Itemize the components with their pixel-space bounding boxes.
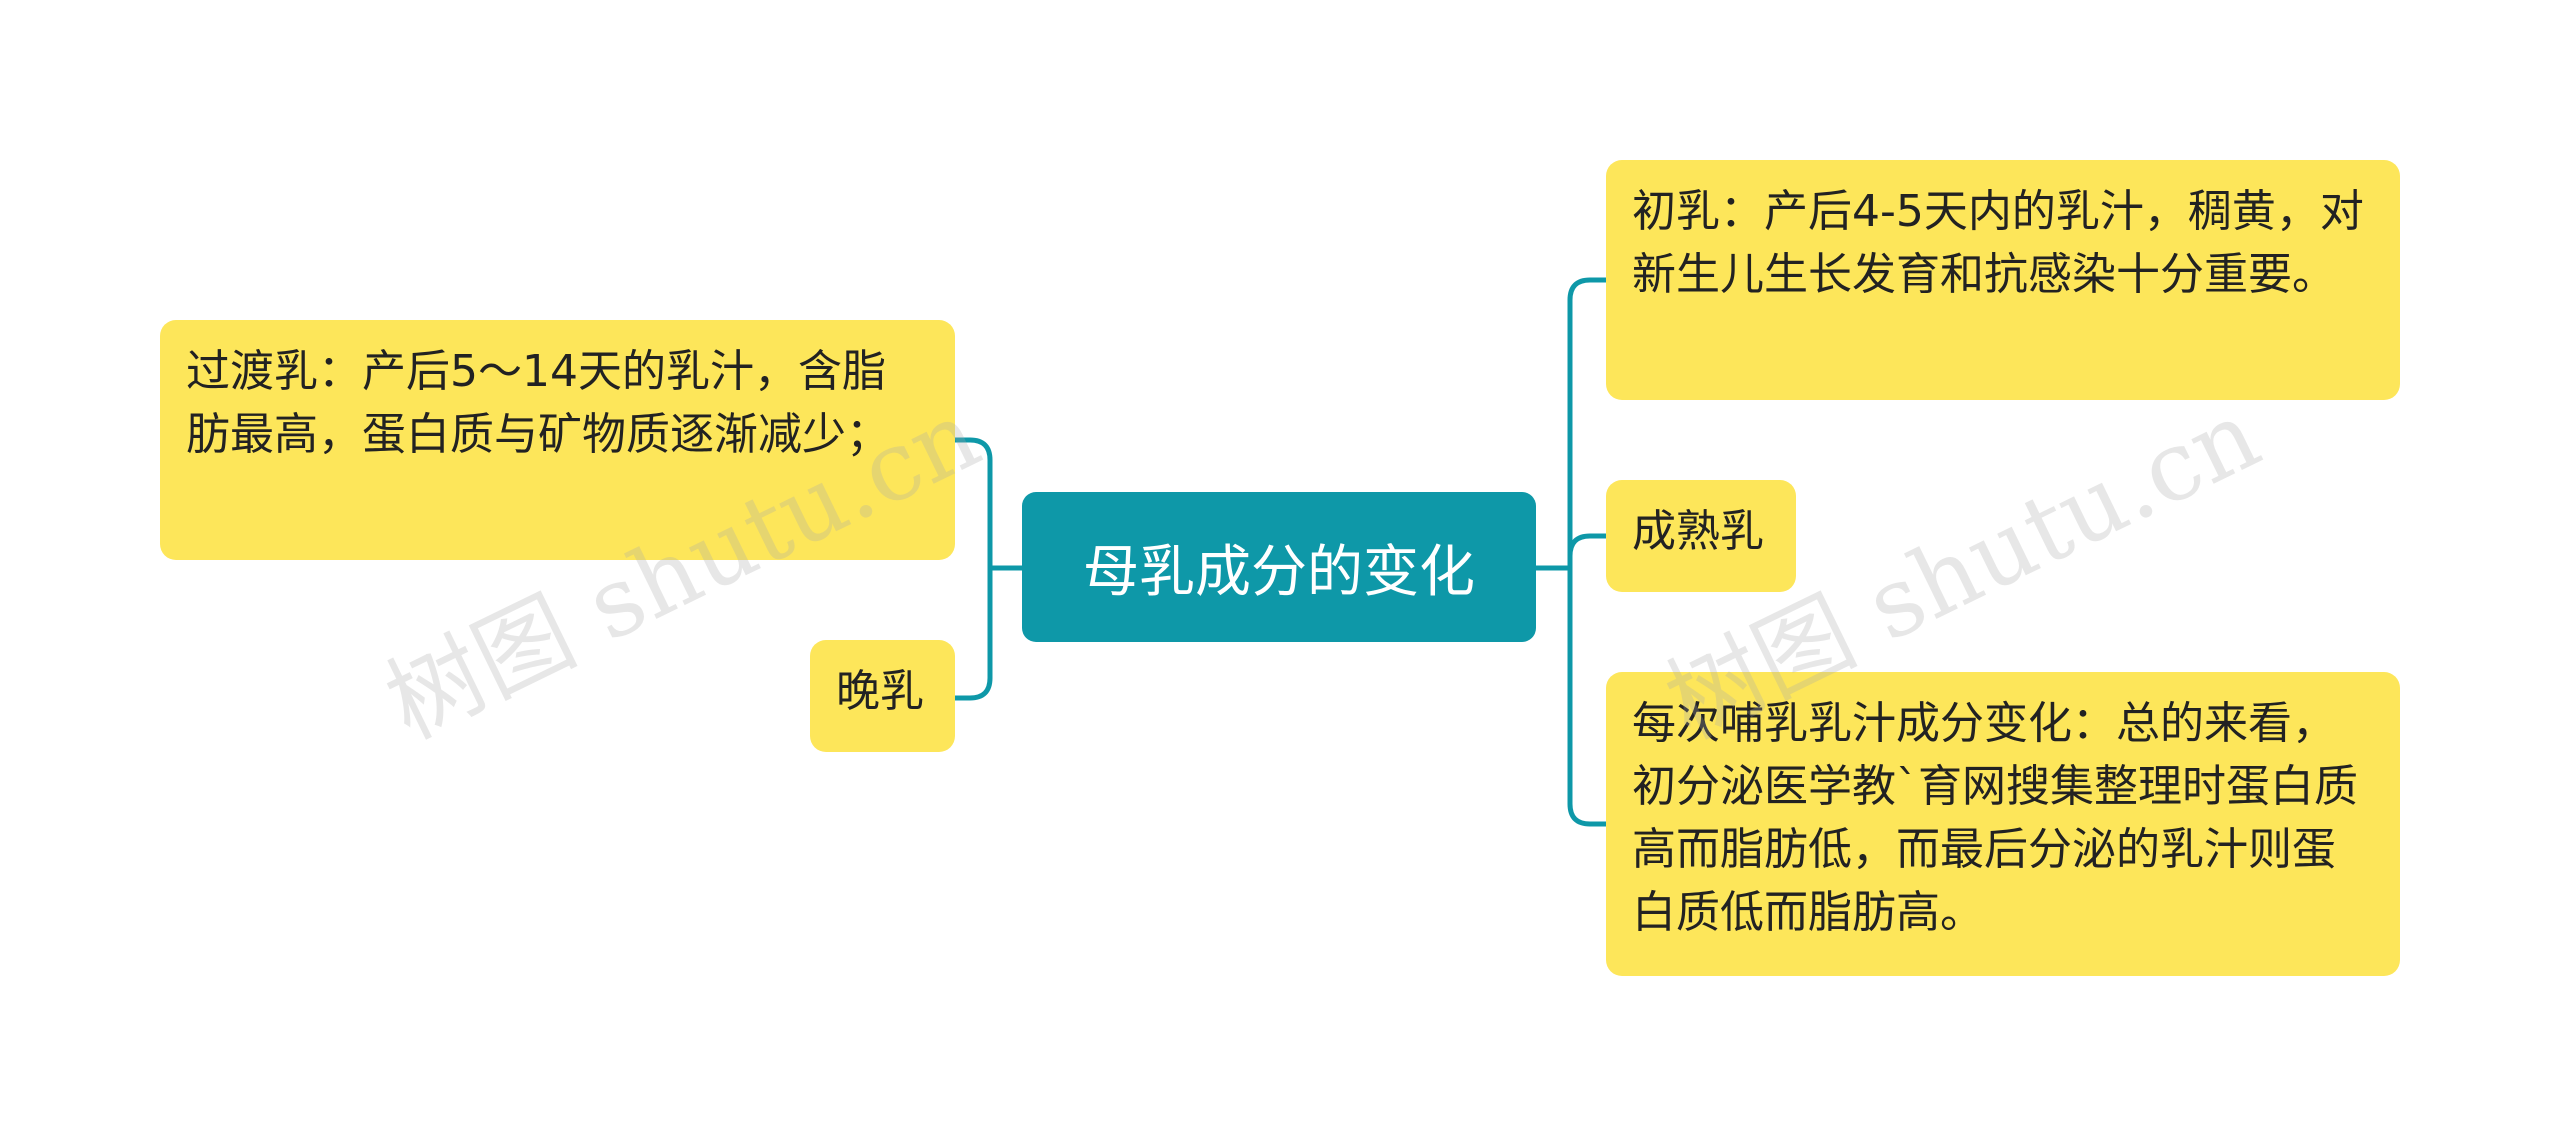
node-mature-milk-text: 成熟乳 <box>1632 506 1764 557</box>
node-colostrum-text: 初乳：产后4-5天内的乳汁，稠黄，对新生儿生长发育和抗感染十分重要。 <box>1632 186 2364 300</box>
connector-to-mature-milk <box>1567 533 1606 568</box>
node-transition-milk[interactable]: 过渡乳：产后5～14天的乳汁，含脂肪最高，蛋白质与矿物质逐渐减少； <box>160 320 955 560</box>
connector-to-transition-milk <box>955 437 993 568</box>
connector-to-feeding-change <box>1567 568 1606 827</box>
node-feeding-change-text: 每次哺乳乳汁成分变化：总的来看，初分泌医学教`育网搜集整理时蛋白质高而脂肪低，而… <box>1632 698 2358 938</box>
node-feeding-change[interactable]: 每次哺乳乳汁成分变化：总的来看，初分泌医学教`育网搜集整理时蛋白质高而脂肪低，而… <box>1606 672 2400 976</box>
node-transition-milk-text: 过渡乳：产后5～14天的乳汁，含脂肪最高，蛋白质与矿物质逐渐减少； <box>186 346 890 460</box>
connector-to-colostrum <box>1567 277 1606 568</box>
connector-to-late-milk <box>955 568 993 701</box>
node-late-milk[interactable]: 晚乳 <box>810 640 955 752</box>
root-topic-label: 母乳成分的变化 <box>1083 539 1475 605</box>
node-mature-milk[interactable]: 成熟乳 <box>1606 480 1796 592</box>
node-colostrum[interactable]: 初乳：产后4-5天内的乳汁，稠黄，对新生儿生长发育和抗感染十分重要。 <box>1606 160 2400 400</box>
root-topic[interactable]: 母乳成分的变化 <box>1022 492 1536 642</box>
node-late-milk-text: 晚乳 <box>836 666 924 717</box>
